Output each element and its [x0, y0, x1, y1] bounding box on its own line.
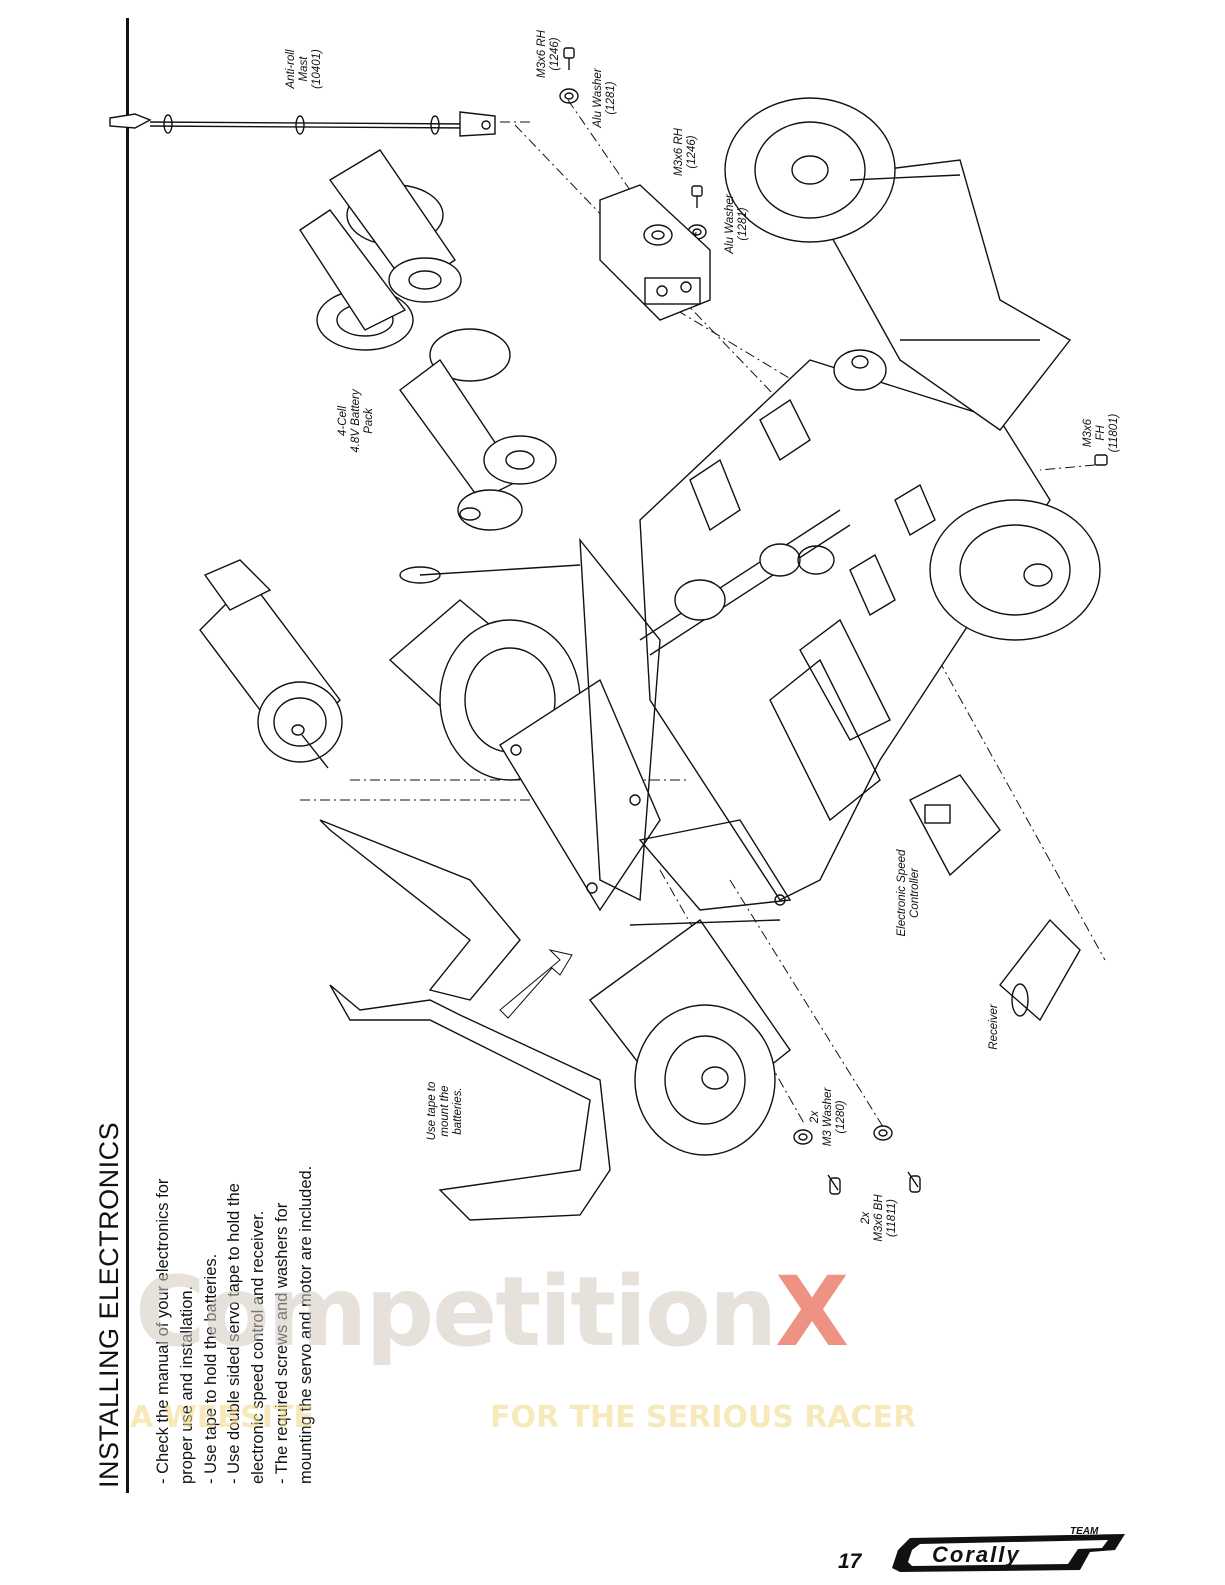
label-line: M3x6 BH: [873, 1194, 885, 1242]
label-line: Controller: [909, 868, 921, 918]
label-line: (11811): [886, 1199, 898, 1237]
battery-pack: [299, 149, 557, 531]
label-line: batteries.: [452, 1087, 464, 1135]
label-bh-screw: 2x M3x6 BH (11811): [860, 1184, 902, 1252]
battery-tape: [319, 819, 611, 1221]
rear-pod: [499, 537, 792, 912]
label-line: mount the: [439, 1085, 451, 1137]
speed-controller: [909, 774, 1001, 877]
label-servo-washer-2: Alu Washer (1281): [724, 186, 752, 262]
label-servo-screw-2: M3x6 RH (1246): [673, 117, 701, 187]
front-suspension: [724, 97, 1108, 641]
label-anti-roll-mast: Anti-roll Mast (10401): [285, 33, 327, 105]
label-line: M3x6 RH: [536, 30, 548, 78]
center-shaft: [639, 509, 851, 656]
label-servo-screw-1: M3x6 RH (1246): [536, 19, 564, 89]
label-line: (11801): [1108, 413, 1120, 453]
motor: [199, 559, 343, 769]
watermark-accent-letter: X: [775, 1256, 849, 1368]
label-tape-note: Use tape to mount the batteries.: [426, 1074, 468, 1148]
label-servo-washer-1: Alu Washer (1281): [592, 60, 620, 136]
label-line: Electronic Speed: [896, 849, 908, 937]
receiver: [999, 918, 1081, 1022]
label-line: (1280): [835, 1100, 847, 1134]
label-line: 4.8V Battery: [350, 389, 362, 453]
vertical-rule: [126, 18, 129, 1493]
team-corally-logo: TEAM Corally: [880, 1526, 1130, 1581]
label-m3-washer: 2x M3 Washer (1280): [809, 1081, 851, 1153]
label-line: Alu Washer: [724, 194, 736, 254]
label-line: (10401): [311, 49, 323, 89]
label-line: Anti-roll: [285, 49, 297, 89]
label-line: 2x: [809, 1110, 821, 1124]
label-line: 2x: [860, 1211, 872, 1225]
label-line: (1281): [605, 81, 617, 115]
label-battery-pack: 4-Cell 4.8V Battery Pack: [337, 381, 379, 461]
label-line: M3 Washer: [822, 1087, 834, 1147]
watermark-text: CompetitionX: [135, 1256, 849, 1368]
logo-main-text: Corally: [932, 1542, 1021, 1567]
label-line: Alu Washer: [592, 68, 604, 128]
motor-screws: [793, 1125, 921, 1195]
watermark-tagline-left: A WEBSITE: [130, 1400, 314, 1435]
page-number: 17: [838, 1550, 862, 1573]
corally-logo-icon: [892, 1534, 1125, 1572]
logo-small-text: TEAM: [1070, 1526, 1099, 1537]
label-speed-controller: Electronic Speed Controller: [896, 845, 924, 941]
label-line: Use tape to: [426, 1081, 438, 1141]
anti-roll-mast: [109, 111, 496, 137]
label-fh-screw: M3x6 FH (11801): [1082, 402, 1124, 464]
label-line: M3x6 RH: [673, 128, 685, 176]
label-line: (1246): [686, 135, 698, 169]
label-line: Pack: [363, 408, 375, 434]
servo: [599, 184, 711, 321]
label-line: (1281): [737, 207, 749, 241]
watermark-tagline-right: FOR THE SERIOUS RACER: [490, 1400, 917, 1435]
label-line: Mast: [298, 56, 310, 82]
label-receiver: Receiver: [988, 999, 1002, 1055]
label-line: Receiver: [988, 1004, 1000, 1050]
label-line: M3x6: [1082, 418, 1094, 448]
label-line: (1246): [549, 37, 561, 71]
label-line: 4-Cell: [337, 405, 349, 437]
label-line: FH: [1095, 425, 1107, 441]
watermark-brand: CompetitionX: [135, 1262, 849, 1362]
